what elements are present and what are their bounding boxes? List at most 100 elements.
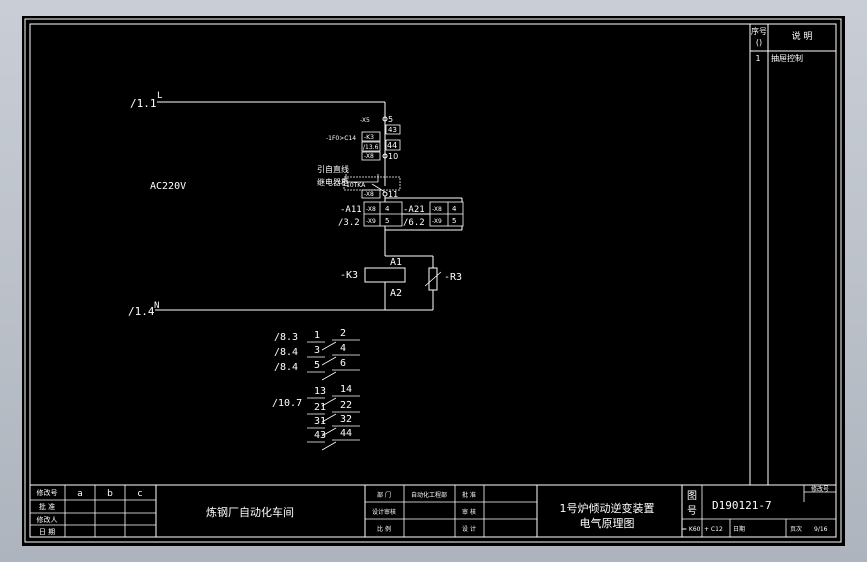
fuse-tag: -1F0>C14 [326, 135, 356, 142]
notes-col-no-1: 序号 [751, 26, 767, 36]
title-block: 修改号 a b c 批 准 修改人 日 期 炼钢厂自动化车间 部 门 自动化工程… [30, 484, 836, 537]
a11-p1: 4 [385, 205, 390, 213]
rev-col-a: a [77, 489, 83, 499]
relay-note-2: 继电器柜 [317, 177, 349, 187]
review-label: 审 核 [462, 508, 476, 516]
x8-tag2: -X8 [364, 191, 374, 198]
contact-pin-a: 43 [314, 430, 326, 441]
contact-row: 43 44 [307, 428, 360, 451]
company-name: 炼钢厂自动化车间 [206, 505, 294, 519]
x8-pin: 10 [388, 152, 398, 161]
design-check-label: 设计审核 [372, 508, 396, 516]
drawing-border [24, 18, 842, 543]
a21-tag: -A21 [403, 205, 425, 215]
drawing-title-1: 1号炉倾动逆变装置 [560, 501, 655, 515]
phase-l-label: L [157, 91, 162, 101]
fuse-ref2: /13.6 [363, 144, 379, 151]
coil-a1: A1 [390, 257, 402, 268]
a11-tag: -A11 [340, 205, 362, 215]
ratify-label: 批 准 [462, 491, 476, 499]
schematic-svg: 序号 () 说 明 1 抽屉控制 /1.1 L -X5 5 43 -1F0>C1… [24, 18, 842, 543]
relay-note-1: 引自直线 [317, 164, 349, 174]
voltage-label: AC220V [150, 181, 186, 192]
approve-label: 批 准 [39, 502, 55, 511]
contact-switch [321, 397, 337, 407]
editor-label: 修改人 [37, 515, 58, 524]
contact-row: /8.3 1 2 [274, 328, 360, 351]
a11-p2: 5 [385, 217, 389, 225]
notes-row-no: 1 [755, 54, 760, 63]
contact-ref: /8.3 [274, 332, 298, 343]
a21-p2: 5 [452, 217, 456, 225]
a11-ref: /3.2 [338, 218, 360, 228]
x5-pin2: 43 [388, 126, 397, 134]
fuse-pin: 44 [387, 141, 397, 150]
contact-pin-a: 5 [314, 360, 320, 371]
resistor-r3: -R3 [424, 267, 462, 310]
phase-n-line: /1.4 N [128, 301, 433, 318]
rev-col-b: b [107, 489, 113, 499]
contact-pin-a: 3 [314, 345, 320, 356]
notes-col-desc: 说 明 [792, 30, 813, 42]
notes-table: 序号 () 说 明 1 抽屉控制 [749, 24, 837, 486]
coil-tag: -K3 [340, 270, 358, 281]
contact-switch [321, 413, 337, 423]
contact-pin-a: 1 [314, 330, 320, 341]
dept-label: 部 门 [377, 491, 391, 499]
contact-pin-a: 31 [314, 416, 326, 427]
contact-switch [321, 441, 337, 451]
a21-ref: /6.2 [403, 218, 425, 228]
contact-pin-b: 14 [340, 384, 352, 395]
drawing-no-label-2: 号 [687, 505, 697, 517]
module-a21: -A21 /6.2 -X8 -X9 4 5 [384, 201, 464, 256]
drawing-no-label-1: 图 [687, 490, 697, 502]
relay-box-label: 10TKA [346, 182, 366, 189]
phase-l-line: /1.1 L [130, 91, 386, 186]
rev-col-c: c [138, 489, 143, 499]
a21-p1: 4 [452, 205, 457, 213]
resistor-tag: -R3 [444, 272, 462, 283]
module-a11: -A11 /3.2 -X8 -X9 4 5 [338, 201, 403, 228]
phase-n-label: N [154, 301, 159, 311]
fuse-block: -1F0>C14 -K3 /13.6 44 [326, 131, 401, 152]
contact-row: /8.4 3 4 [274, 343, 360, 366]
ref-n-label: /1.4 [128, 305, 155, 318]
rev-label: 修改号 [37, 488, 58, 497]
contact-pin-b: 2 [340, 328, 346, 339]
location-code: = K60 [682, 526, 701, 533]
contact-pin-a: 21 [314, 402, 326, 413]
page-label: 页次 [790, 525, 802, 533]
coil-k3: -K3 A1 A2 [340, 255, 434, 310]
notes-row-desc: 抽屉控制 [771, 53, 803, 63]
contact-ref: /8.4 [274, 347, 298, 358]
notes-col-no-2: () [756, 38, 762, 47]
terminal-x5: -X5 5 43 [360, 115, 401, 135]
date-label: 日 期 [39, 528, 55, 536]
contact-pin-b: 44 [340, 428, 352, 439]
x5-tag: -X5 [360, 117, 370, 124]
ref-l-label: /1.1 [130, 97, 157, 110]
terminal-x8-11: -X8 11 [361, 189, 463, 202]
contact-row: /10.7 13 14 [272, 384, 360, 409]
contact-pin-b: 6 [340, 358, 346, 369]
a21-c1: -X8 [432, 206, 442, 213]
contact-switch [321, 356, 337, 366]
external-relay: 引自直线 继电器柜 10TKA [317, 164, 401, 193]
contact-pin-b: 4 [340, 343, 346, 354]
contact-switch [321, 427, 337, 437]
a11-c1: -X8 [366, 206, 376, 213]
page-value: 9/16 [814, 526, 828, 533]
contact-pin-a: 13 [314, 386, 326, 397]
coil-a2: A2 [390, 288, 402, 299]
drawing-canvas: 序号 () 说 明 1 抽屉控制 /1.1 L -X5 5 43 -1F0>C1… [22, 16, 845, 546]
drawing-title-2: 电气原理图 [580, 516, 635, 530]
contact-ref: /10.7 [272, 398, 302, 409]
design-label: 设 计 [462, 525, 476, 533]
a11-c2: -X9 [366, 218, 376, 225]
x8-tag: -X8 [364, 153, 374, 160]
fuse-ref: -K3 [364, 134, 374, 141]
